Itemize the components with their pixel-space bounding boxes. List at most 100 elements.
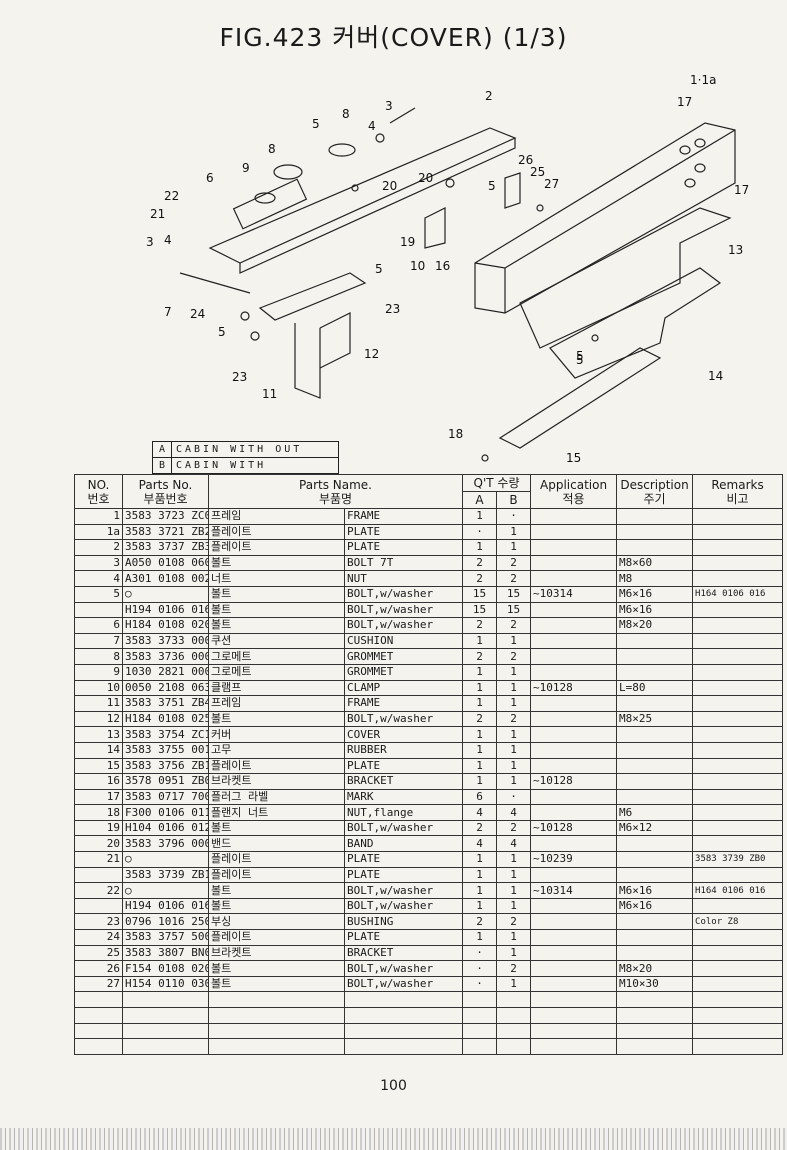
cell-rem: H164 0106 016 [692,882,784,899]
cell-b [496,991,532,1008]
cell-app [530,726,618,743]
cell-pn: 3583 3736 000 [122,648,209,665]
cell-no [74,897,123,915]
cell-app [530,539,618,556]
cell-no [74,601,123,619]
cell-no: 27 [74,975,123,993]
cell-kr: 볼트 [208,585,345,603]
cell-kr: 볼트 [208,710,345,728]
cell-app [530,741,618,759]
cell-app [530,929,618,946]
cell-pn [122,1022,209,1040]
cell-desc [616,991,694,1008]
cell-kr [208,991,345,1008]
cell-pn: A050 0108 060 [122,554,209,572]
cell-desc: M10×30 [616,975,694,993]
table-row [74,991,784,1008]
cell-app [530,508,618,525]
cell-rem [692,663,784,681]
callout-label: 2 [485,89,493,103]
cell-en: PLATE [343,866,464,884]
legend-key: A [152,441,172,458]
diagram-callouts: 1·1a 2 3 4 5 8 17 26 25 27 20 20 5 6 9 8… [146,73,749,465]
cell-pn: 0050 2108 063 [122,679,209,697]
table-row [74,1007,784,1024]
cell-app [530,617,618,634]
cell-app [530,1022,618,1040]
cell-a: 2 [462,710,498,728]
cell-b: 1 [496,757,532,775]
cell-no: 13 [74,726,123,743]
cell-b: 1 [496,882,532,899]
cell-pn: 3583 3739 ZB1 [122,866,209,884]
cell-b: 1 [496,632,532,650]
cell-no: 21 [74,851,123,868]
cell-a: 15 [462,601,498,619]
cell-b: 1 [496,741,532,759]
table-row [74,1038,784,1055]
cell-kr: 플레이트 [208,757,345,775]
cell-pn: ○ [122,882,209,899]
cell-desc [616,944,694,962]
cell-a [462,1022,498,1040]
callout-label: 18 [448,427,463,441]
cell-desc: M8×20 [616,960,694,977]
cell-a: 4 [462,804,498,821]
cell-en: PLATE [343,539,464,556]
cell-desc [616,1038,694,1055]
cell-pn: 3583 3754 ZC1 [122,726,209,743]
cell-b: 1 [496,679,532,697]
cell-pn: 3583 3723 ZC0 [122,508,209,525]
header-qty-a: A [462,491,498,509]
cell-app [530,804,618,821]
cell-no [74,1022,123,1040]
cell-app [530,1007,618,1024]
callout-label: 20 [418,171,433,185]
header-qty-b: B [496,491,532,509]
cell-desc: M6×12 [616,819,694,837]
cell-no: 23 [74,913,123,931]
cell-no: 10 [74,679,123,697]
cell-desc [616,913,694,931]
cell-desc [616,726,694,743]
cell-en [343,1022,464,1040]
cell-b [496,1022,532,1040]
cell-desc [616,523,694,541]
cell-b [496,1038,532,1055]
cell-desc: M8×60 [616,554,694,572]
callout-label: 3 [146,235,154,249]
callout-label: 1·1a [690,73,716,87]
cell-desc: M6×16 [616,882,694,899]
cell-pn: A301 0108 002 [122,570,209,587]
cell-b: 2 [496,960,532,977]
cell-rem [692,866,784,884]
cell-desc [616,539,694,556]
cell-a: 1 [462,695,498,712]
cell-no: 1a [74,523,123,541]
cell-rem [692,960,784,977]
callout-label: 5 [312,117,320,131]
callout-label: 25 [530,165,545,179]
callout-label: 5 [576,349,584,363]
cell-a: 2 [462,554,498,572]
cell-a: 1 [462,726,498,743]
cell-kr: 커버 [208,726,345,743]
cell-rem [692,1007,784,1024]
cell-a: 1 [462,882,498,899]
cell-kr: 플랜지 너트 [208,804,345,821]
cell-rem [692,632,784,650]
cell-desc: M6×16 [616,601,694,619]
cell-no [74,1038,123,1055]
cell-app [530,975,618,993]
cell-b: 2 [496,913,532,931]
